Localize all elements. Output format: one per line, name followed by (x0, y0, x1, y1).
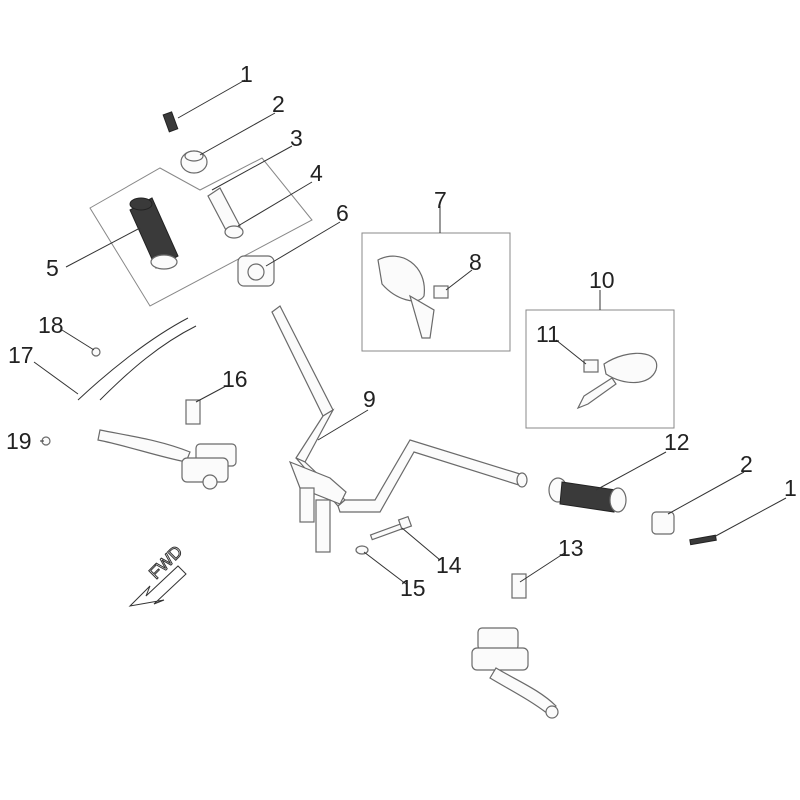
callout-18: 18 (38, 312, 64, 338)
callout-1-top: 1 (240, 61, 253, 87)
right-mirror (576, 352, 658, 410)
callout-1-right: 1 (784, 475, 797, 501)
callout-16: 16 (222, 366, 248, 392)
throttle-housing (237, 255, 275, 287)
clamp-bolt (369, 515, 413, 541)
callout-labels: 1 2 3 4 5 6 7 8 9 10 11 12 2 1 13 14 15 … (6, 61, 797, 601)
right-reservoir-post (511, 573, 527, 599)
cables (77, 317, 197, 401)
bar-end-weight-left (180, 150, 208, 174)
callout-11: 11 (536, 321, 560, 347)
left-grip-group-box (89, 157, 313, 307)
callout-8: 8 (469, 249, 482, 275)
callout-10: 10 (589, 267, 615, 293)
callout-3: 3 (290, 125, 303, 151)
left-reservoir-post (185, 399, 201, 425)
callout-9: 9 (363, 386, 376, 412)
leader-lines (33, 79, 787, 585)
right-brake-lever-assembly (471, 627, 559, 719)
left-mirror-nut (433, 285, 449, 299)
callout-15: 15 (400, 575, 426, 601)
forward-direction-arrow: FWD (128, 542, 187, 607)
clamp-washer (355, 545, 369, 555)
callout-7: 7 (434, 187, 447, 213)
left-grip (129, 197, 179, 270)
callout-5: 5 (46, 255, 59, 281)
handlebar (271, 305, 528, 513)
left-mirror (377, 255, 435, 339)
callout-4: 4 (310, 160, 323, 186)
callout-2-right: 2 (740, 451, 753, 477)
right-mirror-nut (583, 359, 599, 373)
bar-end-weight-right (651, 511, 675, 535)
handlebar-clamp (288, 460, 347, 553)
throttle-sleeve (207, 187, 244, 239)
left-brake-lever-assembly (97, 429, 237, 490)
left-mirror-group-box (361, 232, 511, 352)
callout-12: 12 (664, 429, 690, 455)
callout-13: 13 (558, 535, 584, 561)
callout-19: 19 (6, 428, 32, 454)
bar-end-bolt-right (689, 534, 717, 546)
right-grip (548, 477, 627, 513)
bar-end-bolt-left (162, 111, 179, 133)
callout-14: 14 (436, 552, 462, 578)
callout-2-top: 2 (272, 91, 285, 117)
callout-6: 6 (336, 200, 349, 226)
callout-17: 17 (8, 342, 34, 368)
